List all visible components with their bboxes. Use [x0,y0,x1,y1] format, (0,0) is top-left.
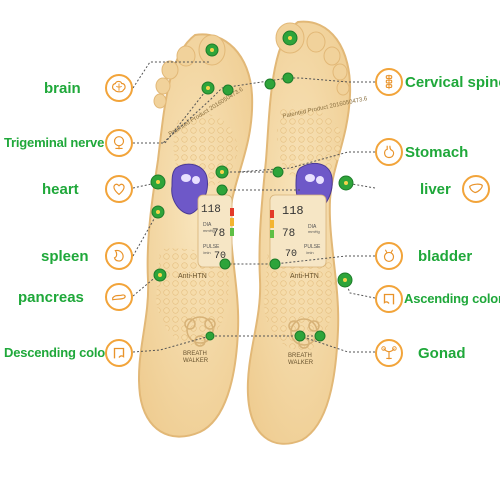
right-dia-unit: mmHg [308,229,320,234]
label-gonad: Gonad [418,345,466,362]
right-pulse-label: PULSE [304,244,321,250]
label-pancreas: pancreas [18,289,84,306]
right-pulse-unit: /min [306,250,314,255]
liver-icon [462,175,490,203]
label-brain: brain [44,80,81,97]
label-trigeminal-nerve: Trigeminal nerve [4,135,105,150]
bladder-icon [375,242,403,270]
right-insole [246,20,352,445]
ascending-colon-icon [375,285,403,313]
right-sys-value: 118 [282,204,304,218]
label-bladder: bladder [418,248,473,265]
label-cervical-spine: Cervical spine [405,74,500,91]
left-pulse-unit: /min [203,250,211,255]
label-heart: heart [42,181,79,198]
gonad-icon [375,339,403,367]
left-logo-line1: BREATH [183,351,207,357]
left-insole [138,33,254,438]
left-dia-value: 78 [212,228,225,240]
label-spleen: spleen [41,248,89,265]
pancreas-icon [105,283,133,311]
trigeminal-nerve-icon [105,129,133,157]
right-dia-value: 78 [282,228,295,240]
right-model-text: Anti-HTN [290,273,319,280]
brain-icon [105,74,133,102]
right-pulse-value: 70 [285,249,297,260]
left-pulse-label: PULSE [203,244,220,250]
left-dia-label: DIA [203,222,212,228]
left-pulse-value: 70 [214,251,226,262]
descending-colon-icon [105,339,133,367]
stomach-icon [375,138,403,166]
heart-icon [105,175,133,203]
label-ascending-colon: Ascending colon [404,291,500,306]
left-sys-value: 118 [201,204,221,216]
spleen-icon [105,242,133,270]
right-logo-line2: WALKER [288,360,314,366]
cervical-spine-icon [375,68,403,96]
left-logo-line2: WALKER [183,358,209,364]
right-logo-line1: BREATH [288,353,312,359]
left-dia-unit: mmHg [203,228,215,233]
label-stomach: Stomach [405,144,469,161]
label-liver: liver [420,181,451,198]
right-dia-label: DIA [308,224,317,230]
left-model-text: Anti-HTN [178,273,207,280]
reflex-points [150,30,354,342]
label-descending-colon: Descending colon [4,345,113,360]
